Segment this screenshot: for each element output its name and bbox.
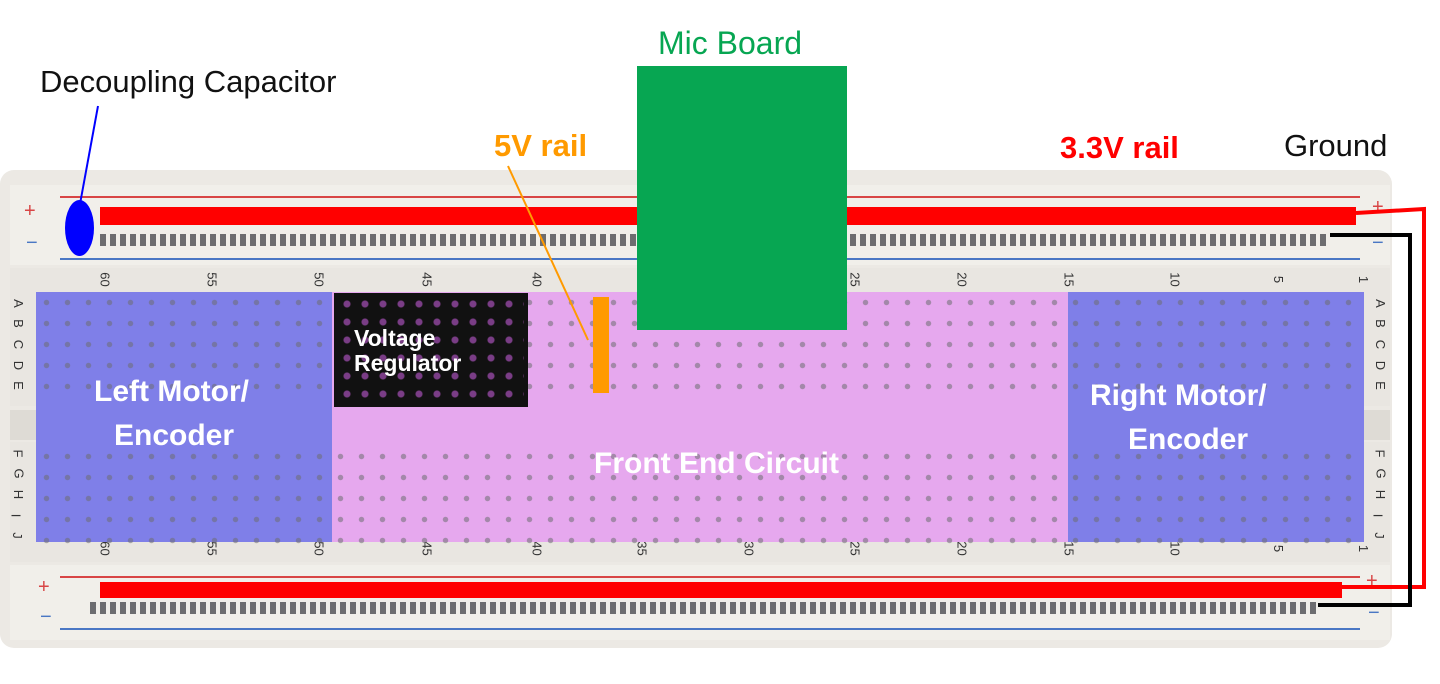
connecting-wires bbox=[1300, 195, 1440, 615]
left-row-letter: D bbox=[11, 361, 26, 370]
top-column-number: 10 bbox=[1168, 272, 1183, 286]
top-column-number: 45 bbox=[420, 272, 435, 286]
left-row-letter: C bbox=[11, 340, 26, 349]
mic-board-label: Mic Board bbox=[658, 25, 802, 62]
bottom-rail-holes bbox=[90, 602, 1320, 614]
left-row-letter: G bbox=[12, 468, 27, 478]
voltage-regulator: Voltage Regulator bbox=[334, 293, 528, 407]
top-column-number: 60 bbox=[98, 272, 113, 286]
left-row-letter: J bbox=[10, 532, 25, 539]
rail-3v3-label: 3.3V rail bbox=[1060, 130, 1179, 166]
top-column-number: 55 bbox=[205, 272, 220, 286]
capacitor-pointer bbox=[80, 106, 98, 204]
left-row-letter: E bbox=[11, 381, 26, 390]
left-row-letter: B bbox=[11, 319, 26, 328]
ground-label: Ground bbox=[1284, 128, 1387, 164]
right-motor-label-line1: Right Motor/ bbox=[1090, 378, 1267, 414]
rail-5v-pointer bbox=[508, 166, 588, 340]
left-row-letter: I bbox=[8, 514, 23, 518]
left-motor-label-line2: Encoder bbox=[114, 418, 234, 454]
top-column-number: 20 bbox=[955, 272, 970, 286]
bottom-rail-minus-sign: − bbox=[40, 606, 52, 629]
left-row-letter: F bbox=[10, 450, 25, 458]
capacitor-pointer-line bbox=[70, 100, 110, 210]
bottom-rail-red-line bbox=[60, 576, 1360, 578]
front-end-label: Front End Circuit bbox=[594, 446, 839, 482]
left-row-letter: H bbox=[11, 490, 26, 499]
black-wire bbox=[1318, 235, 1410, 605]
top-column-number: 15 bbox=[1062, 272, 1077, 286]
left-motor-label-line1: Left Motor/ bbox=[94, 374, 249, 410]
top-rail-minus-sign: − bbox=[26, 232, 38, 255]
rail-5v-pointer-line bbox=[500, 160, 600, 350]
top-column-number: 5 bbox=[1271, 276, 1286, 283]
rail-3v3-bottom bbox=[100, 582, 1342, 598]
bottom-rail-blue-line bbox=[60, 628, 1360, 630]
top-column-number: 50 bbox=[312, 272, 327, 286]
decoupling-capacitor-label: Decoupling Capacitor bbox=[40, 64, 336, 100]
voltage-regulator-label-line2: Regulator bbox=[354, 350, 461, 377]
rail-5v-label: 5V rail bbox=[494, 128, 587, 164]
mic-board bbox=[637, 66, 847, 330]
right-motor-label-line2: Encoder bbox=[1128, 422, 1248, 458]
bottom-column-number: 5 bbox=[1271, 545, 1286, 552]
top-column-number: 25 bbox=[848, 272, 863, 286]
voltage-regulator-label-line1: Voltage bbox=[354, 325, 435, 352]
top-rail-plus-sign: + bbox=[24, 200, 36, 223]
left-row-letter: A bbox=[11, 299, 26, 308]
bottom-rail-plus-sign: + bbox=[38, 576, 50, 599]
